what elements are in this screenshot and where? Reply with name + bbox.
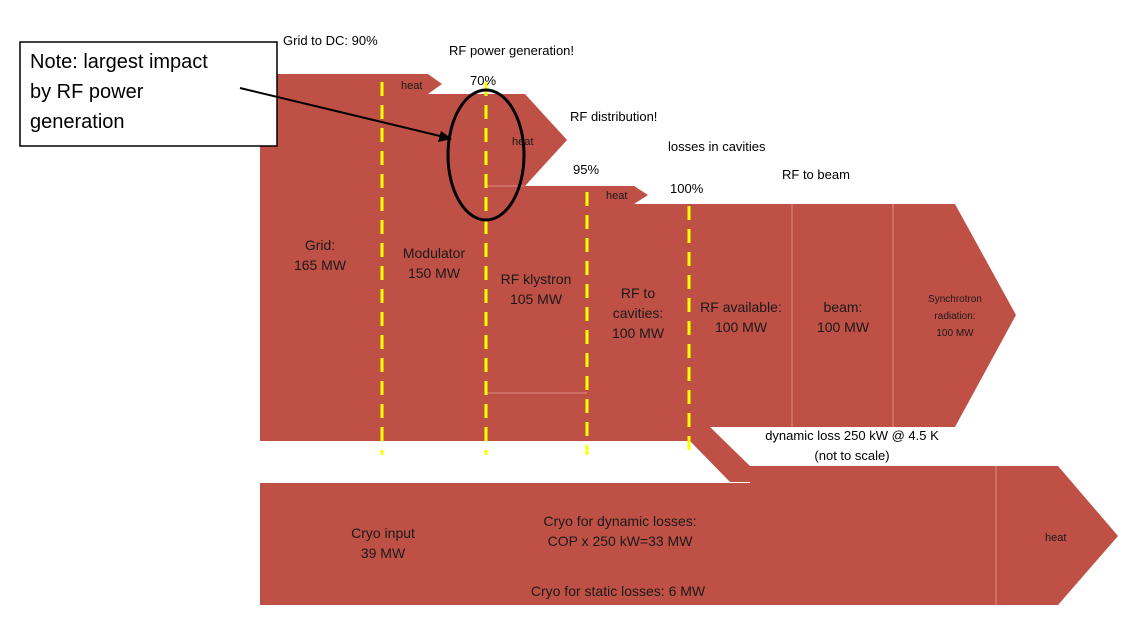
cryo-input-block <box>260 483 750 605</box>
rf-distribution-label: RF distribution! <box>570 109 657 124</box>
note-line-1: Note: largest impact <box>30 51 208 73</box>
note-line-3: generation <box>30 111 125 133</box>
rf-to-cavities-label-2: cavities: <box>613 305 664 321</box>
heat-label-3: heat <box>606 190 627 202</box>
beam-label: beam: <box>824 299 863 315</box>
klystron-value: 105 MW <box>510 291 563 307</box>
rf-available-label: RF available: <box>700 299 782 315</box>
note-box <box>19 41 278 147</box>
grid-value: 165 MW <box>294 257 347 273</box>
losses-in-cavities-label: losses in cavities <box>668 139 766 154</box>
note-line-2: by RF power <box>30 81 144 103</box>
dynamic-loss-label: dynamic loss 250 kW @ 4.5 K <box>765 428 939 443</box>
klystron-flow <box>486 186 587 441</box>
note-arrow-line <box>239 87 441 137</box>
rf-power-generation-label: RF power generation! <box>449 43 574 58</box>
rf-available-value: 100 MW <box>715 319 768 335</box>
rf-to-beam-arrow <box>690 204 1016 427</box>
rf-distribution-flow <box>587 204 690 441</box>
modulator-value: 150 MW <box>408 265 461 281</box>
modulator-label: Modulator <box>403 245 466 261</box>
rf-distribution-pct: 95% <box>573 162 599 177</box>
synchrotron-value: 100 MW <box>936 328 974 339</box>
heat-arrow-grid <box>382 74 442 94</box>
cryo-dynamic-label: Cryo for dynamic losses: <box>543 513 696 529</box>
heat-label-4: heat <box>1045 532 1066 544</box>
grid-to-dc-label: Grid to DC: 90% <box>283 33 378 48</box>
synchrotron-label-1: Synchrotron <box>928 294 982 305</box>
not-to-scale-label: (not to scale) <box>814 448 889 463</box>
rf-to-cavities-label-1: RF to <box>621 285 655 301</box>
heat-arrow-rf-distribution <box>587 186 648 204</box>
rf-to-cavities-value: 100 MW <box>612 325 665 341</box>
heat-arrow-rf-generation <box>486 94 567 186</box>
heat-label-1: heat <box>401 80 422 92</box>
cryo-heat-arrow <box>750 466 1118 605</box>
main-power-flow <box>260 74 382 441</box>
beam-value: 100 MW <box>817 319 870 335</box>
cryo-input-label: Cryo input <box>351 525 415 541</box>
modulator-flow <box>382 94 486 441</box>
flow-dividers <box>486 185 997 605</box>
highlight-ellipse <box>446 88 526 222</box>
losses-in-cavities-pct: 100% <box>670 181 704 196</box>
cryo-input-value: 39 MW <box>361 545 406 561</box>
heat-label-2: heat <box>512 136 533 148</box>
stage-boundaries <box>380 82 691 455</box>
cryo-dynamic-value: COP x 250 kW=33 MW <box>548 533 694 549</box>
synchrotron-label-2: radiation: <box>934 311 975 322</box>
rf-power-generation-pct: 70% <box>470 73 496 88</box>
dynamic-loss-connector <box>690 427 750 482</box>
cryo-static-label: Cryo for static losses: 6 MW <box>531 583 706 599</box>
note-arrow-head <box>438 131 452 142</box>
rf-to-beam-label: RF to beam <box>782 167 850 182</box>
grid-label: Grid: <box>305 237 335 253</box>
klystron-label: RF klystron <box>501 271 572 287</box>
